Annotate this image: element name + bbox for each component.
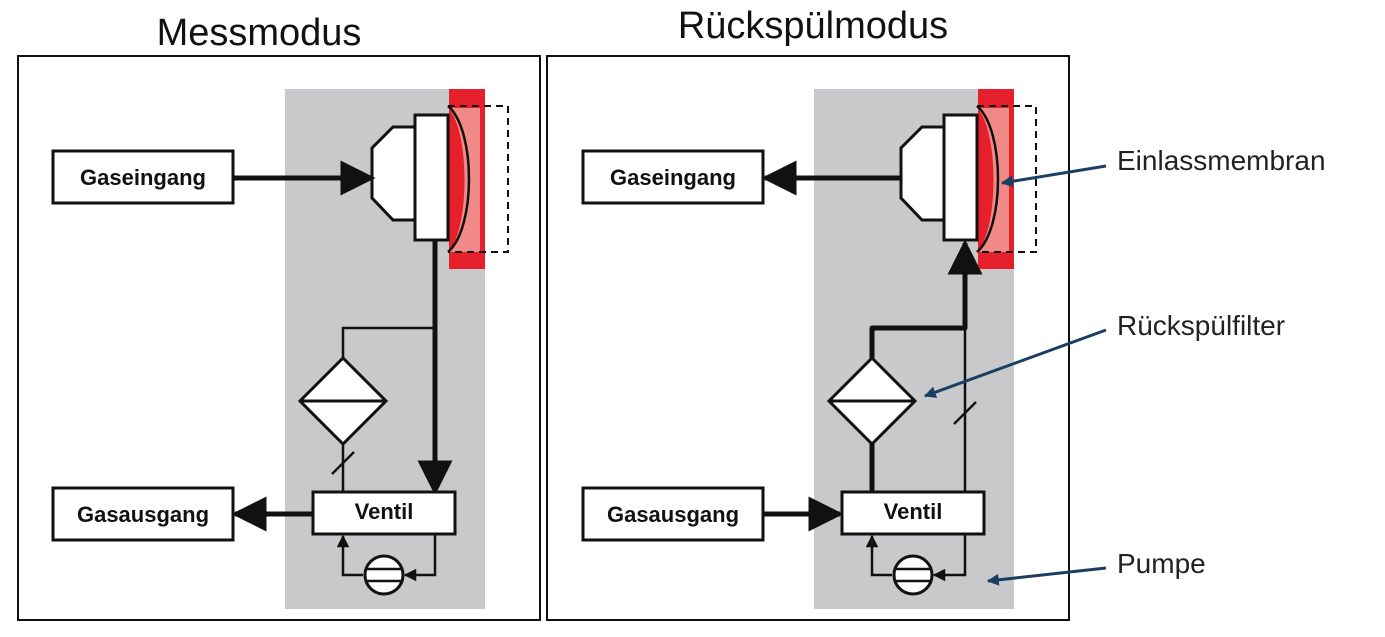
sensor-head-nozzle	[370, 125, 417, 222]
gaseingang-label: Gaseingang	[80, 165, 206, 190]
callout-line-filter	[923, 328, 1107, 398]
membrane-pink	[448, 108, 480, 252]
membrane-dashed-outline	[448, 105, 509, 253]
sensor-head-body	[413, 113, 450, 242]
gasausgang-label: Gasausgang	[77, 502, 209, 527]
panel-messmodus: Messmodus Gaseingang Ventil Gasausgang	[17, 12, 541, 621]
pump-loop-right	[403, 534, 437, 582]
ventil-label: Ventil	[884, 499, 943, 524]
callout-pump: Pumpe	[1117, 548, 1206, 579]
inlet-membrane-curve	[976, 105, 1000, 253]
panel-rueckspuelmodus: Rückspülmodus Gaseingang Ventil Gasausga…	[546, 5, 1070, 621]
line-break-mark	[331, 451, 355, 475]
callout-line-membrane	[1000, 164, 1107, 188]
panel-title-messmodus: Messmodus	[157, 12, 362, 54]
panel-title-rueckspuelmodus: Rückspülmodus	[678, 5, 948, 47]
callouts: Einlassmembran Rückspülfilter Pumpe	[923, 145, 1326, 586]
sensor-head-body	[942, 113, 979, 242]
gaseingang-box	[51, 149, 235, 205]
callout-backflush-filter: Rückspülfilter	[1117, 310, 1285, 341]
pump-loop-left	[865, 534, 892, 577]
ventil-box	[840, 490, 986, 536]
pump-loop-left	[336, 534, 363, 577]
gasausgang-label: Gasausgang	[607, 502, 739, 527]
callout-line-pump	[986, 566, 1107, 586]
filter-branch-line	[341, 326, 435, 358]
callout-membrane: Einlassmembran	[1117, 145, 1326, 176]
membrane-dashed-outline	[977, 105, 1037, 253]
pump-symbol	[363, 554, 405, 596]
pump-loop-right	[932, 534, 967, 582]
pump-symbol	[892, 554, 934, 596]
inlet-membrane-curve	[447, 105, 471, 253]
gaseingang-label: Gaseingang	[610, 165, 736, 190]
gaseingang-box	[581, 149, 765, 205]
line-break-mark	[953, 401, 977, 425]
membrane-pink	[977, 108, 1009, 252]
ventil-label: Ventil	[355, 499, 414, 524]
backflush-flow-arrow	[869, 239, 983, 358]
sensor-head-nozzle	[899, 125, 946, 222]
